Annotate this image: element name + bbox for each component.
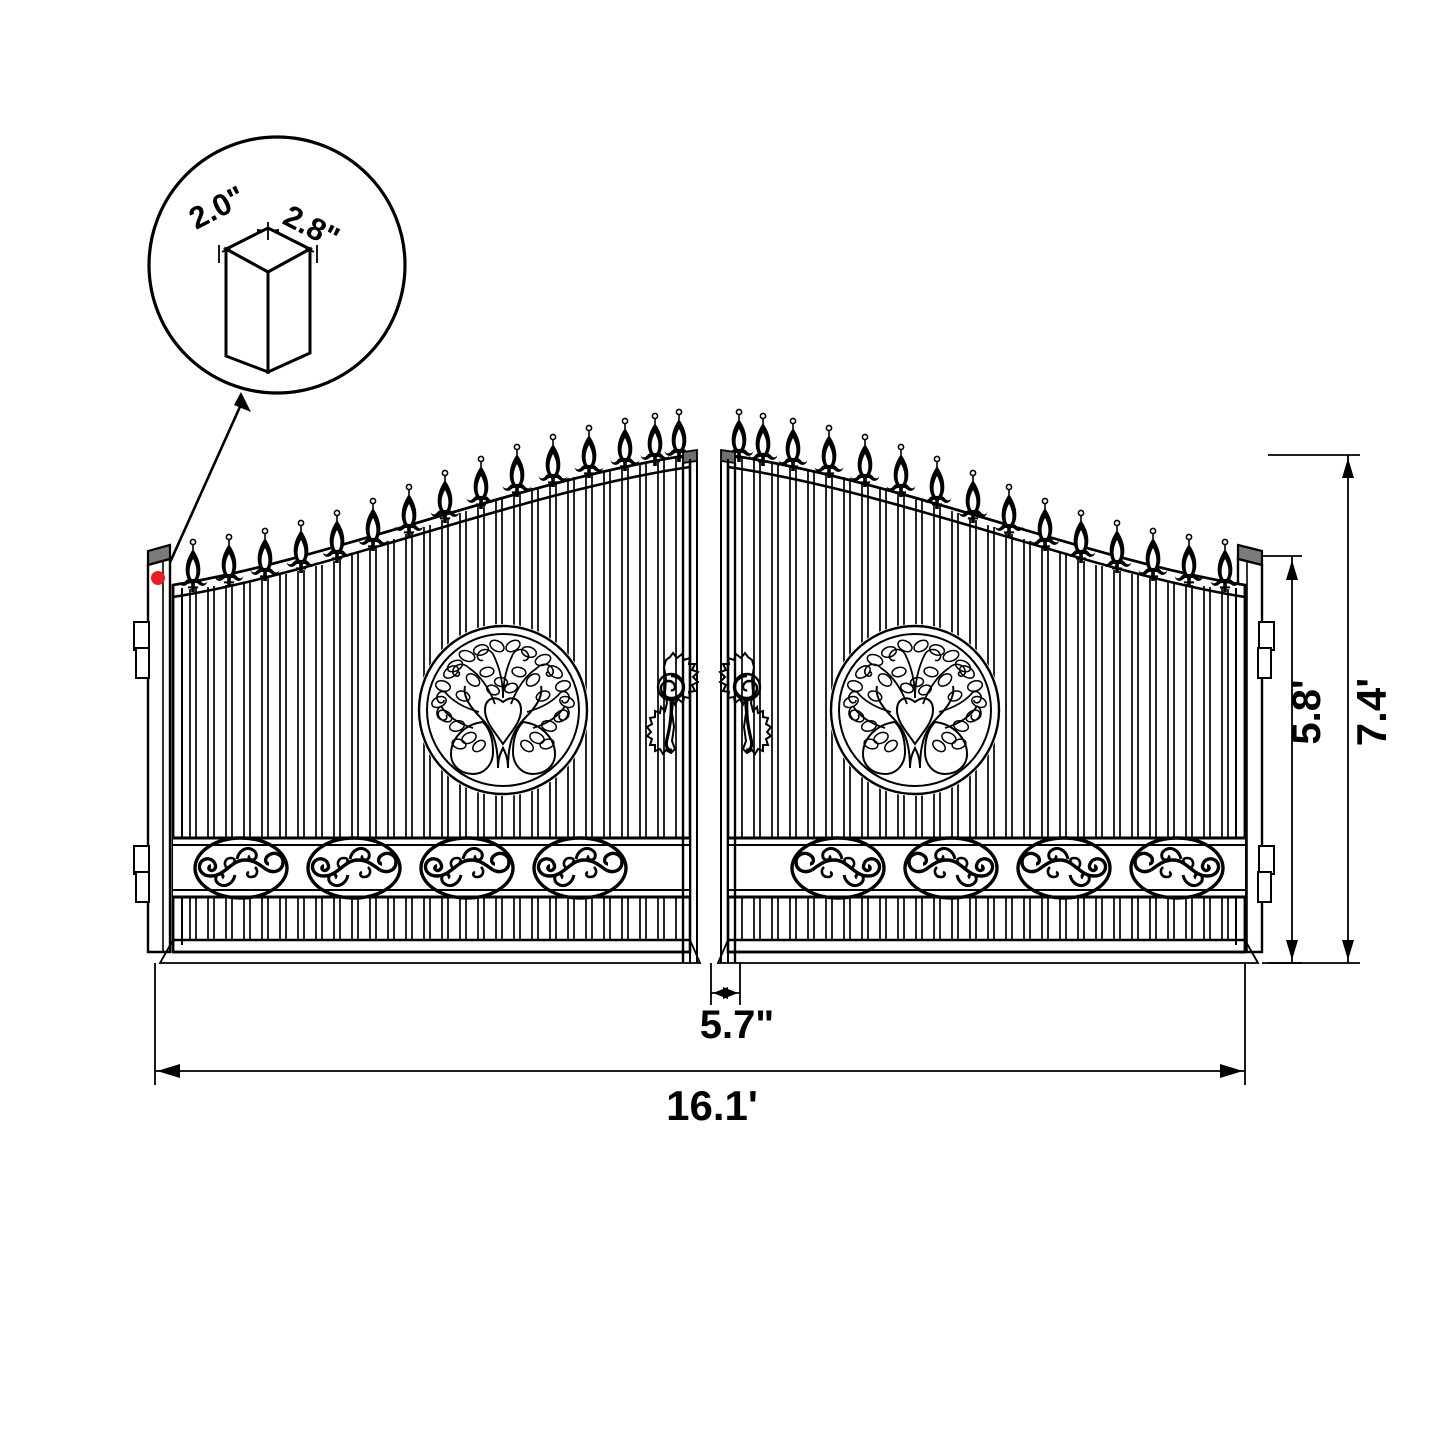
right-leaf-top-rail: [727, 453, 1246, 599]
detail-leader-arrow: [161, 392, 251, 579]
detail-dimension-arrows: [222, 229, 314, 252]
left-post: [133, 543, 172, 954]
center-gap-label: 5.7": [700, 1003, 775, 1047]
left-post-hinge-lower: [133, 845, 150, 903]
left-leaf-scroll-panel: [173, 836, 690, 900]
dimension-center-gap: 5.7": [700, 963, 775, 1047]
dimension-leaf-height: 5.8': [1262, 555, 1329, 964]
dimension-overall-width: 16.1': [154, 963, 1246, 1129]
right-post-hinge-lower: [1257, 845, 1275, 903]
left-leaf-bottom-rail: [158, 938, 702, 964]
post-cross-section-detail: 2.0" 2.8": [147, 135, 407, 395]
right-gate-leaf: [716, 408, 1260, 964]
left-gate-leaf: [158, 408, 702, 964]
leaf-height-label: 5.8': [1285, 679, 1329, 744]
right-leaf-medallion: [829, 624, 1001, 796]
left-post-hinge-upper: [133, 621, 150, 679]
right-leaf-bottom-rail: [716, 938, 1260, 964]
overall-height-label: 7.4': [1348, 678, 1395, 746]
center-stiles: [681, 448, 737, 963]
right-leaf-scroll-panel: [728, 836, 1245, 900]
overall-width-label: 16.1': [666, 1082, 758, 1129]
left-leaf-top-rail: [172, 453, 691, 599]
dimension-overall-height: 7.4': [1268, 454, 1395, 964]
left-leaf-medallion: [417, 624, 589, 796]
post-isometric-solid: [222, 226, 314, 375]
right-post-hinge-upper: [1257, 621, 1275, 679]
post-detail-marker: [151, 571, 165, 585]
